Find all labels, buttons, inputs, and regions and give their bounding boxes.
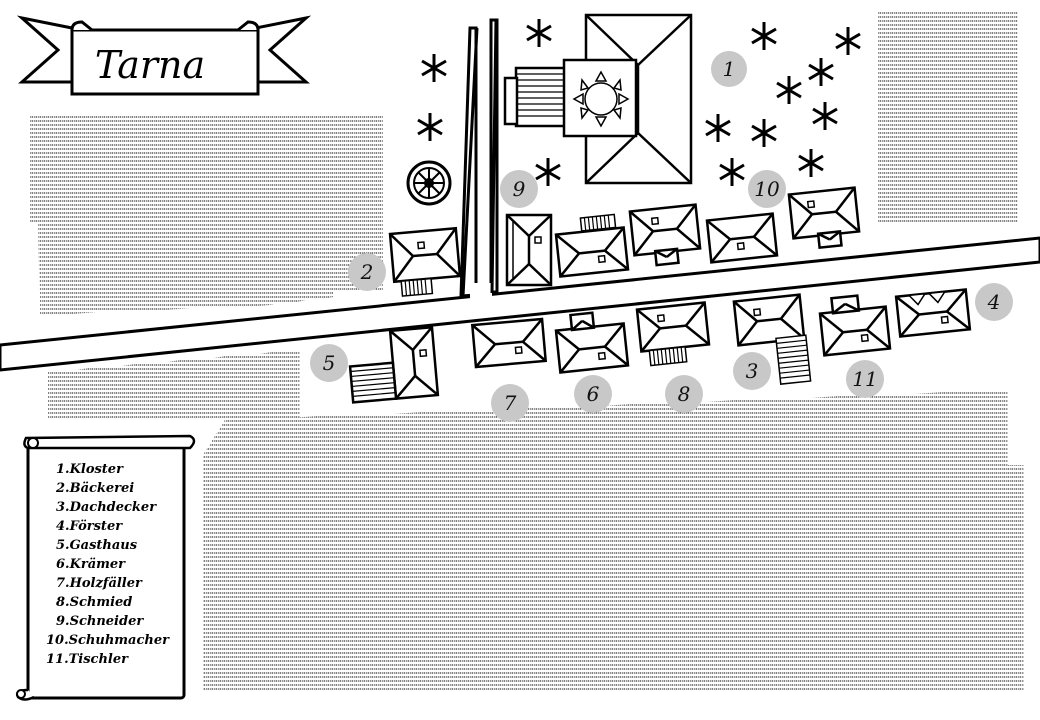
legend-item-11: 11.Tischler [46,652,129,667]
legend-item-10: 10.Schuhmacher [46,633,170,648]
house-icon [628,203,702,267]
house-icon [554,311,630,374]
marker-6[interactable]: 6 [574,375,612,413]
svg-text:1: 1 [723,57,736,81]
field-sw [48,350,300,420]
svg-text:8: 8 [678,382,691,406]
marker-3[interactable]: 3 [733,352,771,390]
legend-item-7: 7.Holzfäller [56,576,143,591]
legend-item-3: 3.Dachdecker [56,500,157,515]
marker-5[interactable]: 5 [310,344,348,382]
marker-7[interactable]: 7 [491,384,529,422]
tree-asterisk [776,76,802,104]
house-icon [554,213,630,278]
house-icon [894,288,972,338]
title-banner: Tarna [16,15,312,96]
field-ne [878,12,1018,222]
svg-text:7: 7 [504,391,517,415]
marker-4[interactable]: 4 [975,283,1013,321]
svg-text:3: 3 [746,359,759,383]
tree-asterisk [808,58,834,86]
field-nw-lower [38,222,333,315]
tree-asterisk [835,27,861,55]
svg-text:11: 11 [852,367,877,391]
wheel-icon [406,160,452,206]
legend-list: 1.Kloster 2.Bäckerei 3.Dachdecker 4.Förs… [46,462,170,667]
main-road [0,236,1040,372]
house-icon [388,226,462,297]
house-icon [470,317,548,369]
legend-item-4: 4.Förster [56,519,123,534]
svg-text:9: 9 [513,177,526,201]
tree-asterisk [417,113,443,141]
tree-asterisk [798,149,824,177]
tree-asterisk [812,102,838,130]
banner-body [70,28,260,96]
north-road-left [459,26,478,298]
legend-item-8: 8.Schmied [56,595,132,610]
legend-item-1: 1.Kloster [56,462,124,477]
svg-text:6: 6 [587,382,600,406]
marker-11[interactable]: 11 [846,360,884,398]
house-icon [787,186,861,250]
tree-asterisk [719,158,745,186]
svg-text:2: 2 [360,260,374,284]
legend-item-9: 9.Schneider [56,614,144,629]
marker-9[interactable]: 9 [500,170,538,208]
field-south [203,390,1024,692]
marker-10[interactable]: 10 [748,170,786,208]
legend-scroll: 1.Kloster 2.Bäckerei 3.Dachdecker 4.Förs… [15,434,196,701]
marker-2[interactable]: 2 [348,253,386,291]
trees [417,19,861,186]
tree-asterisk [535,158,561,186]
house-icon [732,293,812,385]
svg-text:10: 10 [754,177,780,201]
legend-item-2: 2.Bäckerei [55,481,134,496]
svg-text:4: 4 [987,290,1001,314]
sun-icon [572,70,630,128]
fields [30,12,1024,692]
legend-item-5: 5.Gasthaus [56,538,138,553]
svg-text:5: 5 [323,351,336,375]
house-icon [818,294,892,357]
marker-8[interactable]: 8 [665,375,703,413]
legend-item-6: 6.Krämer [56,557,126,572]
field-nw [30,115,383,290]
houses [348,186,972,404]
house-icon [705,212,779,264]
map-title: Tarna [95,43,205,87]
tree-asterisk [751,22,777,50]
number-markers: 1 2 3 4 5 6 7 8 9 10 11 [310,51,1013,422]
house-icon [348,325,440,404]
house-icon [635,301,711,367]
tree-asterisk [526,19,552,47]
tree-asterisk [705,114,731,142]
tree-asterisk [751,119,777,147]
marker-1[interactable]: 1 [711,51,747,87]
tree-asterisk [421,54,447,82]
house-icon [505,213,553,287]
